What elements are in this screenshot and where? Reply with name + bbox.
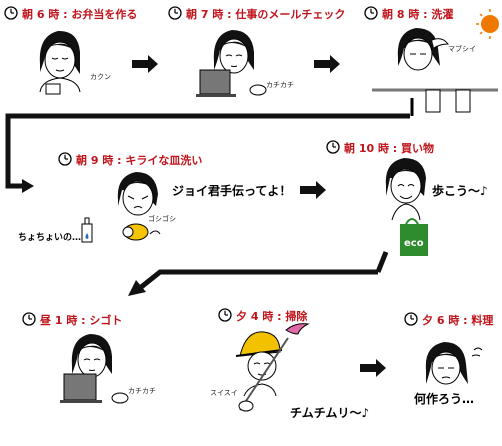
girl-cleaning-icon	[235, 323, 310, 412]
step-7am: 朝 7 時 : 仕事のメールチェック	[186, 6, 345, 22]
arrow-right-icon	[300, 181, 326, 199]
speech-joy: ジョイ君手伝ってよ！	[172, 184, 292, 198]
girl-working-icon	[60, 334, 129, 404]
arrow-right-icon	[132, 55, 158, 73]
sun-icon	[476, 9, 499, 39]
girl-thinking-icon	[425, 342, 483, 385]
step-label: 朝 8 時 : 洗濯	[382, 8, 454, 21]
eco-bag-label: eco	[404, 238, 424, 249]
sound-suisui: スイスイ	[210, 389, 238, 397]
arrow-head-icon	[22, 179, 34, 193]
connector-arrow-icon	[5, 113, 410, 189]
arrow-right-icon	[314, 55, 340, 73]
step-6am: 朝 6 時 : お弁当を作る	[22, 6, 137, 22]
step-6pm: 夕 6 時 : 料理	[422, 312, 493, 328]
laundry-line-icon	[372, 88, 498, 116]
speech-nanitsukuro: 何作ろう…	[414, 392, 475, 406]
step-label: 朝 6 時 : お弁当を作る	[22, 8, 138, 21]
step-8am: 朝 8 時 : 洗濯	[382, 6, 453, 22]
step-label: 朝 10 時 : 買い物	[344, 142, 435, 155]
speech-chimchimuri: チムチムリ～♪	[290, 406, 370, 420]
step-label: 夕 6 時 : 料理	[422, 314, 494, 327]
arrow-right-icon	[360, 359, 386, 377]
connector-arrow-icon	[375, 251, 389, 273]
sound-mabushii: マブシイ	[448, 45, 476, 53]
step-1pm: 昼 1 時 : シゴト	[40, 312, 122, 328]
step-label: 昼 1 時 : シゴト	[40, 314, 123, 327]
girl-shopping-icon	[385, 158, 428, 256]
sound-kakun: カクン	[90, 73, 111, 81]
connector-arrow-icon	[138, 269, 378, 290]
step-10am: 朝 10 時 : 買い物	[344, 140, 434, 156]
sound-kachikachi: カチカチ	[128, 387, 156, 395]
sound-goshigoshi: ゴシゴシ	[148, 215, 176, 223]
speech-aruko: 歩こう～♪	[432, 184, 488, 198]
step-4pm: 夕 4 時 : 掃除	[236, 308, 307, 324]
step-label: 夕 4 時 : 掃除	[236, 310, 308, 323]
step-label: 朝 9 時 : キライな皿洗い	[76, 154, 203, 167]
girl-laptop-icon	[196, 30, 267, 97]
speech-chobitto: ちょちょいの…	[18, 233, 82, 243]
arrow-head-icon	[128, 280, 146, 296]
girl-washing-dishes-icon	[81, 172, 161, 243]
girl-shading-eyes-icon	[397, 28, 450, 71]
sound-kachikachi: カチカチ	[266, 81, 294, 89]
step-label: 朝 7 時 : 仕事のメールチェック	[186, 8, 346, 21]
girl-sleepy-icon	[39, 30, 81, 95]
step-9am: 朝 9 時 : キライな皿洗い	[76, 152, 202, 168]
